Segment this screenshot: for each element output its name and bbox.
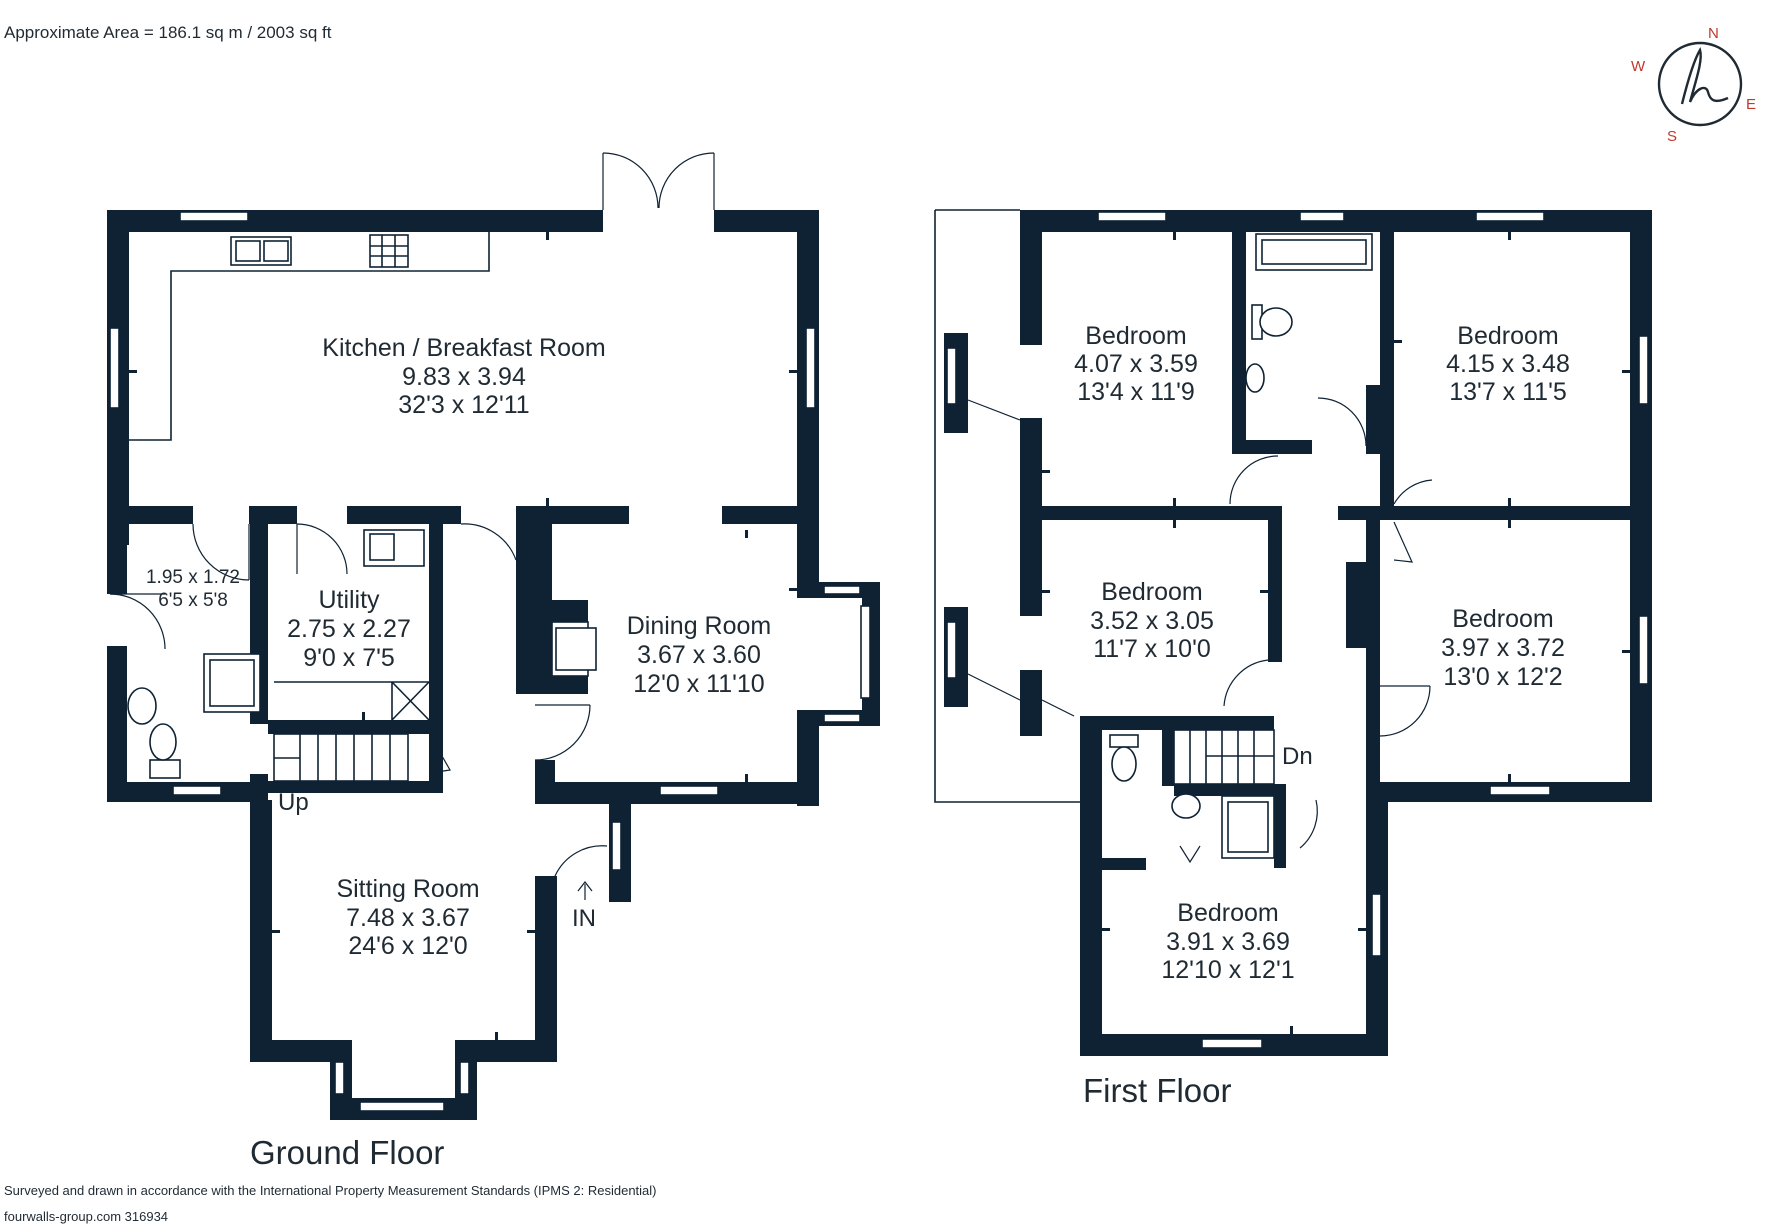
utility-imperial: 9'0 x 7'5 <box>303 644 395 672</box>
ground-floor-doors <box>109 523 608 877</box>
sitting-name: Sitting Room <box>336 875 479 903</box>
utility-name: Utility <box>318 586 380 614</box>
kitchen-imperial: 32'3 x 12'11 <box>398 391 529 419</box>
compass-south: S <box>1667 128 1677 145</box>
first-floor-walls <box>934 209 1652 1056</box>
cloak-metric: 1.95 x 1.72 <box>146 567 240 588</box>
bed5-imperial: 12'10 x 12'1 <box>1161 956 1294 984</box>
first-floor-windows <box>946 211 1649 1049</box>
compass-west: W <box>1631 58 1646 75</box>
first-floor-title: First Floor <box>1083 1072 1232 1109</box>
bed2-metric: 4.15 x 3.48 <box>1446 350 1570 378</box>
dining-imperial: 12'0 x 11'10 <box>633 670 764 698</box>
bed5-name: Bedroom <box>1177 899 1278 927</box>
sitting-imperial: 24'6 x 12'0 <box>348 932 467 960</box>
ensuite-fixtures <box>1109 734 1275 864</box>
french-doors <box>602 152 715 210</box>
ground-floor-stairs <box>273 733 451 782</box>
compass-north: N <box>1708 25 1719 42</box>
entrance-arrow <box>577 881 593 900</box>
cloak-imperial: 6'5 x 5'8 <box>158 590 228 611</box>
bed1-metric: 4.07 x 3.59 <box>1074 350 1198 378</box>
first-floor-chimney <box>1346 562 1380 646</box>
utility-fixtures <box>274 529 430 721</box>
dining-name: Dining Room <box>627 612 772 640</box>
first-floor-labels: Bedroom 4.07 x 3.59 13'4 x 11'9 Bedroom … <box>1074 322 1570 1109</box>
dining-metric: 3.67 x 3.60 <box>637 641 761 669</box>
sitting-metric: 7.48 x 3.67 <box>346 904 470 932</box>
ground-floor-windows <box>109 211 871 1112</box>
bed3-imperial: 11'7 x 10'0 <box>1093 635 1211 663</box>
utility-metric: 2.75 x 2.27 <box>287 615 411 643</box>
measurement-ticks <box>129 232 1630 1040</box>
bed3-name: Bedroom <box>1101 578 1202 606</box>
approximate-area-label: Approximate Area = 186.1 sq m / 2003 sq … <box>4 23 332 42</box>
first-floor-doors <box>967 397 1433 849</box>
compass-east: E <box>1746 96 1756 113</box>
fireplace <box>551 621 597 677</box>
stairs-down-label: Dn <box>1282 743 1313 770</box>
bed1-imperial: 13'4 x 11'9 <box>1077 378 1195 406</box>
first-floor-stairs <box>1173 729 1275 785</box>
bed4-imperial: 13'0 x 12'2 <box>1443 663 1562 691</box>
bed3-metric: 3.52 x 3.05 <box>1090 607 1214 635</box>
bathroom-fixtures <box>1245 233 1373 393</box>
stairs-up-label: Up <box>278 789 309 816</box>
bed2-imperial: 13'7 x 11'5 <box>1449 378 1567 406</box>
ground-floor-labels: Kitchen / Breakfast Room 9.83 x 3.94 32'… <box>146 334 771 1171</box>
kitchen-units <box>129 232 490 441</box>
kitchen-name: Kitchen / Breakfast Room <box>322 334 605 362</box>
footer-reference: fourwalls-group.com 316934 <box>4 1209 168 1224</box>
wc-fixtures <box>127 653 261 779</box>
bed4-name: Bedroom <box>1452 605 1553 633</box>
footer-standards: Surveyed and drawn in accordance with th… <box>4 1183 657 1198</box>
ground-floor-title: Ground Floor <box>250 1134 444 1171</box>
bed1-name: Bedroom <box>1085 322 1186 350</box>
kitchen-metric: 9.83 x 3.94 <box>402 363 526 391</box>
bed2-name: Bedroom <box>1457 322 1558 350</box>
compass-logo: N E S W <box>1631 25 1756 145</box>
bed5-metric: 3.91 x 3.69 <box>1166 928 1290 956</box>
bed4-metric: 3.97 x 3.72 <box>1441 634 1565 662</box>
entrance-label: IN <box>572 905 596 932</box>
